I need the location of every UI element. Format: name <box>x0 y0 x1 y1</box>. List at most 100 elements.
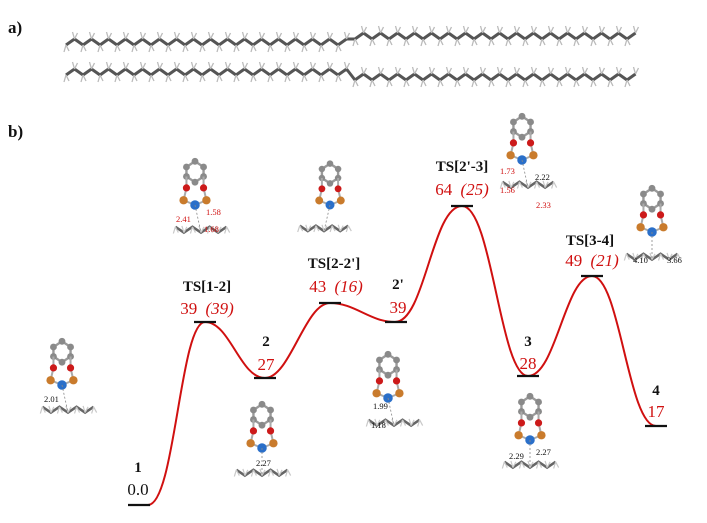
carbon-atom <box>640 190 647 198</box>
hydrogen-bond <box>165 44 169 53</box>
boron-atom <box>529 151 538 160</box>
hydrogen-bond <box>377 66 382 75</box>
hydrogen-bond <box>677 253 682 260</box>
boron-atom <box>514 431 523 440</box>
energy-value-ts2p3: 64 (25) <box>435 180 489 199</box>
hydrogen-bond <box>374 418 378 426</box>
hydrogen-bond <box>276 468 280 476</box>
hydrogen-bond <box>84 406 89 413</box>
hydrogen-bond <box>575 38 580 46</box>
molecule-inset <box>172 157 231 235</box>
carbon-atom <box>518 133 526 141</box>
hydrogen-bond <box>518 181 523 188</box>
hydrogen-bond <box>555 461 560 468</box>
hydrogen-bond <box>535 461 540 469</box>
hydrogen-bond <box>131 74 135 83</box>
hydrogen-bond <box>189 226 194 234</box>
hydrogen-bond <box>209 62 215 70</box>
hydrogen-bond <box>192 62 198 70</box>
hydrogen-bond <box>224 31 229 40</box>
hydrogen-bond <box>533 181 538 189</box>
hydrogen-bond <box>413 67 419 75</box>
hydrogen-bond <box>632 66 637 75</box>
oxygen-atom <box>66 364 75 372</box>
hydrogen-bond <box>207 61 212 70</box>
hydrogen-bond <box>515 26 521 34</box>
hydrogen-bond <box>150 44 155 52</box>
hydrogen-bond <box>598 25 603 34</box>
hydrogen-bond <box>354 79 359 87</box>
hydrogen-bond <box>206 226 211 234</box>
hydrogen-bond <box>510 460 514 468</box>
hydrogen-bond <box>462 66 467 75</box>
boron-atom <box>395 389 404 398</box>
hydrogen-bond <box>260 62 266 70</box>
hydrogen-bond <box>592 79 597 87</box>
hydrogen-bond <box>97 74 101 83</box>
carbon-atom <box>258 421 266 429</box>
hydrogen-bond <box>365 419 369 427</box>
hydrogen-bond <box>456 79 461 87</box>
carbon-atom <box>334 165 342 173</box>
hydrogen-bond <box>379 26 385 34</box>
hydrogen-bond <box>527 181 532 188</box>
hydrogen-bond <box>73 62 79 70</box>
carbon-atom <box>376 356 383 364</box>
hydrogen-bond <box>343 31 348 40</box>
hydrogen-bond <box>549 67 555 75</box>
hydrogen-bond <box>575 79 580 87</box>
hydrogen-bond <box>80 44 84 53</box>
oxygen-atom <box>318 185 326 193</box>
hydrogen-bond <box>369 79 373 88</box>
hydrogen-bond <box>76 406 81 413</box>
hydrogen-bond <box>320 74 325 82</box>
carbon-atom <box>326 160 334 167</box>
hydrogen-bond <box>564 25 569 34</box>
oxygen-atom <box>375 377 384 385</box>
hydrogen-bond <box>488 38 492 47</box>
hydrogen-bond <box>454 38 458 47</box>
carbon-atom <box>384 371 392 379</box>
distance-s2p-1: 1.18 <box>371 420 386 430</box>
hydrogen-bond <box>566 67 572 75</box>
distance-labels: 2.01 2.41 1.58 1.68 2.27 1.99 1.18 1.73 … <box>44 166 682 468</box>
hydrogen-bond <box>114 74 118 83</box>
boron-atom <box>269 439 278 448</box>
hydrogen-bond <box>167 44 172 52</box>
molecule-inset <box>499 112 558 190</box>
hydrogen-bond <box>261 469 266 476</box>
hydrogen-bond <box>498 26 504 34</box>
distance-s2-0: 2.27 <box>256 458 271 468</box>
hydrogen-bond <box>105 61 110 70</box>
hydrogen-bond <box>122 61 127 70</box>
hydrogen-bond <box>243 62 249 70</box>
hydrogen-bond <box>67 406 72 413</box>
hydrogen-bond <box>269 74 274 82</box>
hydrogen-bond <box>556 38 560 47</box>
chain-backbone <box>65 31 637 47</box>
hydrogen-bond <box>56 406 61 414</box>
carbon-atom <box>191 178 199 186</box>
hydrogen-bond <box>379 67 385 75</box>
hydrogen-bond <box>192 32 198 40</box>
hydrogen-bond <box>536 181 541 188</box>
hydrogen-bond <box>413 26 419 34</box>
energy-value-labels: 0.0 39 (39) 27 43 (16) 39 64 (25) 28 49 … <box>127 180 665 499</box>
hydrogen-bond <box>556 79 560 88</box>
hydrogen-bond <box>626 38 631 46</box>
hydrogen-bond <box>347 225 352 232</box>
hydrogen-bond <box>190 31 195 40</box>
hydrogen-bond <box>615 66 620 75</box>
carbon-atom <box>518 112 526 120</box>
hydrogen-bond <box>437 38 441 47</box>
hydrogen-bond <box>116 44 121 52</box>
hydrogen-bond <box>617 26 623 34</box>
hydrogen-bond <box>513 66 518 75</box>
hydrogen-bond <box>191 226 196 233</box>
distance-ts2p3-1: 2.22 <box>535 172 550 182</box>
hydrogen-bond <box>335 44 339 53</box>
hydrogen-bond <box>131 44 135 53</box>
hydrogen-bond <box>479 25 484 34</box>
hydrogen-bond <box>651 253 656 260</box>
hydrogen-bond <box>218 44 223 52</box>
